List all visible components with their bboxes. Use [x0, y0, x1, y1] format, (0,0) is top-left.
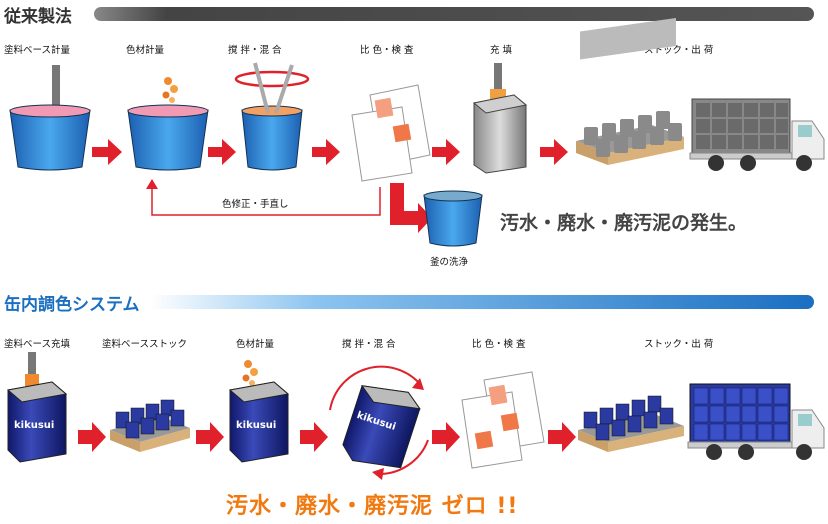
flow-arrow-icon	[432, 139, 460, 165]
delivery-truck-icon	[687, 383, 825, 460]
incan-step-label-6: ストック・出 荷	[644, 339, 714, 350]
flow-arrow-icon	[312, 139, 340, 165]
conv-step-label-3: 撹 拌・混 合	[228, 45, 282, 56]
filling-machine-icon	[472, 63, 528, 174]
flow-arrow-icon	[548, 422, 576, 452]
flow-arrow-icon	[208, 139, 236, 165]
incan-step-label-3: 色材計量	[236, 339, 275, 350]
wash-bucket-icon	[423, 190, 483, 247]
flow-arrow-icon	[300, 422, 328, 452]
wash-label: 釜の洗浄	[430, 257, 469, 268]
bucket-base-icon	[9, 65, 91, 171]
flow-arrow-icon	[540, 139, 568, 165]
incan-step-label-4: 撹 拌・混 合	[342, 339, 396, 350]
conventional-title: 従来製法	[4, 7, 72, 27]
flow-arrow-icon	[196, 422, 224, 452]
conv-step-label-1: 塗料ベース計量	[4, 45, 71, 56]
can-colorant-icon	[228, 360, 290, 463]
conv-step-label-6: ストック・出 荷	[644, 45, 714, 56]
incan-step-label-5: 比 色・検 査	[472, 339, 526, 350]
incan-process-diagram	[6, 352, 825, 480]
incan-step-label-1: 塗料ベース充填	[4, 339, 71, 350]
can-brand-label: kikusui	[14, 420, 55, 431]
can-brand-label: kikusui	[236, 420, 277, 431]
flow-arrow-icon	[432, 422, 460, 452]
conventional-result-text: 汚水・廃水・廃汚泥の発生。	[500, 212, 748, 234]
bucket-mixer-icon	[234, 62, 310, 171]
conventional-process-diagram	[9, 17, 825, 247]
delivery-truck-icon	[689, 98, 825, 171]
color-inspection-sheet-icon	[461, 371, 545, 469]
bucket-colorant-icon	[127, 77, 209, 171]
pallet-stock-icon	[576, 17, 684, 165]
conventional-title-bar	[94, 7, 814, 21]
flow-arrow-icon	[78, 422, 106, 452]
can-shaker-icon	[329, 365, 429, 480]
pallet-stock-icon	[578, 395, 684, 452]
base-stock-pallet-icon	[110, 399, 190, 452]
color-correction-loop-line	[151, 187, 381, 216]
color-inspection-sheet-icon	[351, 84, 431, 182]
conv-step-label-5: 充 填	[490, 45, 513, 56]
loop-arrow-head-icon	[146, 179, 158, 189]
incan-title: 缶内調色システム	[4, 295, 140, 315]
wash-arrow-icon	[390, 183, 432, 233]
flow-arrow-icon	[92, 139, 122, 165]
incan-result-text: 汚水・廃水・廃汚泥 ゼロ !!	[226, 494, 519, 519]
color-correction-label: 色修正・手直し	[222, 199, 289, 210]
conv-step-label-4: 比 色・検 査	[360, 45, 414, 56]
conv-step-label-2: 色材計量	[126, 45, 165, 56]
incan-step-label-2: 塗料ベースストック	[102, 339, 188, 350]
can-filling-icon	[6, 352, 68, 463]
incan-title-bar	[150, 295, 814, 309]
